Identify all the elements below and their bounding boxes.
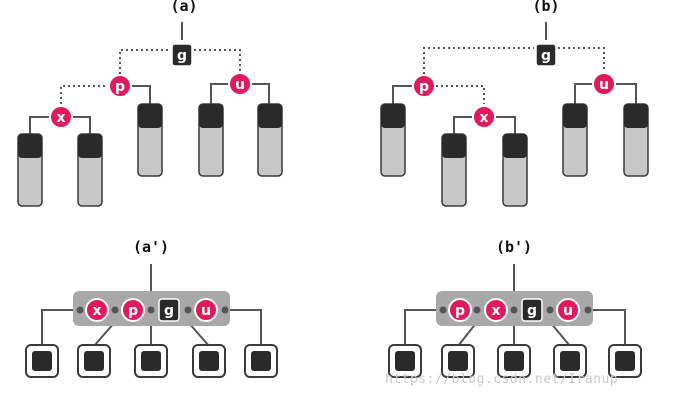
key-separator-dot bbox=[221, 306, 229, 314]
node-b2-p-label: p bbox=[455, 303, 465, 319]
leaf-b2-4-inner bbox=[560, 351, 580, 371]
key-separator-dot bbox=[111, 306, 119, 314]
dotted-edge-b-g-u bbox=[558, 47, 605, 72]
node-a2-p-circle bbox=[121, 298, 145, 322]
dotted-edge-b-g-p bbox=[423, 47, 534, 74]
subtree-b-t1-root bbox=[381, 104, 405, 128]
node-a-x-label: x bbox=[56, 110, 65, 126]
subtree-a-t1-root bbox=[18, 134, 42, 158]
edge-a-u-t4 bbox=[210, 83, 229, 104]
node-b2-x-label: x bbox=[491, 303, 500, 319]
edge-b-x-t3 bbox=[496, 116, 516, 134]
dotted-edge-a-g-p bbox=[119, 49, 170, 84]
leaf-b2-3-inner bbox=[504, 351, 524, 371]
leaf-a2-1-inner bbox=[32, 351, 52, 371]
key-separator-dot bbox=[546, 306, 554, 314]
node-a-u-circle bbox=[228, 72, 252, 96]
edge-a-x-t1 bbox=[29, 116, 49, 134]
node-b2-p-circle bbox=[448, 298, 472, 322]
node-a-g-box bbox=[171, 43, 193, 67]
watermark-text: https://blog.csdn.net/Iranup bbox=[385, 372, 619, 387]
edge-b2-leaf5 bbox=[588, 309, 626, 346]
node-b-u-circle bbox=[592, 72, 616, 96]
edge-a-p-t3 bbox=[132, 85, 151, 104]
key-separator-dot bbox=[584, 306, 592, 314]
edge-b-u-t5 bbox=[615, 83, 637, 104]
edge-a2-leaf5 bbox=[226, 309, 262, 346]
node-a2-u-label: u bbox=[201, 303, 211, 319]
node-a-p-label: p bbox=[115, 79, 125, 95]
leaf-a2-5-inner bbox=[251, 351, 271, 371]
node-a-x-circle bbox=[49, 105, 73, 129]
edge-a-x-t2 bbox=[73, 116, 91, 134]
node-a2-x-label: x bbox=[92, 303, 101, 319]
edge-b-u-t4 bbox=[574, 83, 593, 104]
node-b-p-label: p bbox=[419, 79, 429, 95]
leaf-a2-2-inner bbox=[84, 351, 104, 371]
key-separator-dot bbox=[439, 306, 447, 314]
leaf-b2-2-inner bbox=[448, 351, 468, 371]
panel-label-b2: (b') bbox=[495, 238, 533, 256]
node-b2-x-circle bbox=[484, 298, 508, 322]
node-a-g-label: g bbox=[177, 48, 187, 64]
node-b-u-label: u bbox=[599, 77, 609, 93]
leaf-b2-1-inner bbox=[395, 351, 415, 371]
dotted-edge-a-g-u bbox=[194, 49, 241, 72]
node-a2-u-circle bbox=[194, 298, 218, 322]
edge-a-u-t5 bbox=[251, 83, 270, 104]
node-b-p-circle bbox=[412, 74, 436, 98]
node-a2-x-circle bbox=[85, 298, 109, 322]
dotted-edge-b-p-x bbox=[436, 85, 485, 104]
node-a-u-label: u bbox=[235, 77, 245, 93]
edge-b2-leaf1 bbox=[404, 309, 440, 346]
subtree-a-t4-root bbox=[199, 104, 223, 128]
panel-label-a: (a) bbox=[170, 0, 198, 15]
node-a2-g-label: g bbox=[164, 303, 174, 319]
subtree-a-t3-root bbox=[138, 104, 162, 128]
leaf-b2-5-inner bbox=[615, 351, 635, 371]
edge-a2-leaf1 bbox=[41, 309, 76, 346]
key-separator-dot bbox=[473, 306, 481, 314]
edge-b-p-t1 bbox=[392, 85, 412, 104]
subtree-a-t2-root bbox=[78, 134, 102, 158]
subtree-a-t5-root bbox=[258, 104, 282, 128]
leaf-a2-4-inner bbox=[199, 351, 219, 371]
node-b2-g-box bbox=[521, 298, 543, 322]
subtree-b-t2-root bbox=[442, 134, 466, 158]
subtree-b-t3-root bbox=[503, 134, 527, 158]
node-a2-g-box bbox=[158, 298, 180, 322]
leaf-a2-3-inner bbox=[141, 351, 161, 371]
subtree-b-t5-root bbox=[624, 104, 648, 128]
node-b-x-circle bbox=[472, 105, 496, 129]
key-separator-dot bbox=[76, 306, 84, 314]
node-b2-u-circle bbox=[556, 298, 580, 322]
node-a2-p-label: p bbox=[128, 303, 138, 319]
subtree-b-t4-root bbox=[563, 104, 587, 128]
node-b-g-label: g bbox=[541, 48, 551, 64]
node-b2-g-label: g bbox=[527, 303, 537, 319]
panel-label-a2: (a') bbox=[132, 238, 170, 256]
key-separator-dot bbox=[147, 306, 155, 314]
node-b-x-label: x bbox=[479, 110, 488, 126]
key-separator-dot bbox=[184, 306, 192, 314]
panel-label-b: (b) bbox=[532, 0, 560, 15]
edge-b-x-t2 bbox=[453, 116, 472, 134]
node-b2-u-label: u bbox=[563, 303, 573, 319]
key-separator-dot bbox=[510, 306, 518, 314]
dotted-edge-a-p-x bbox=[60, 85, 108, 104]
node-a-p-circle bbox=[108, 74, 132, 98]
node-b-g-box bbox=[535, 43, 557, 67]
